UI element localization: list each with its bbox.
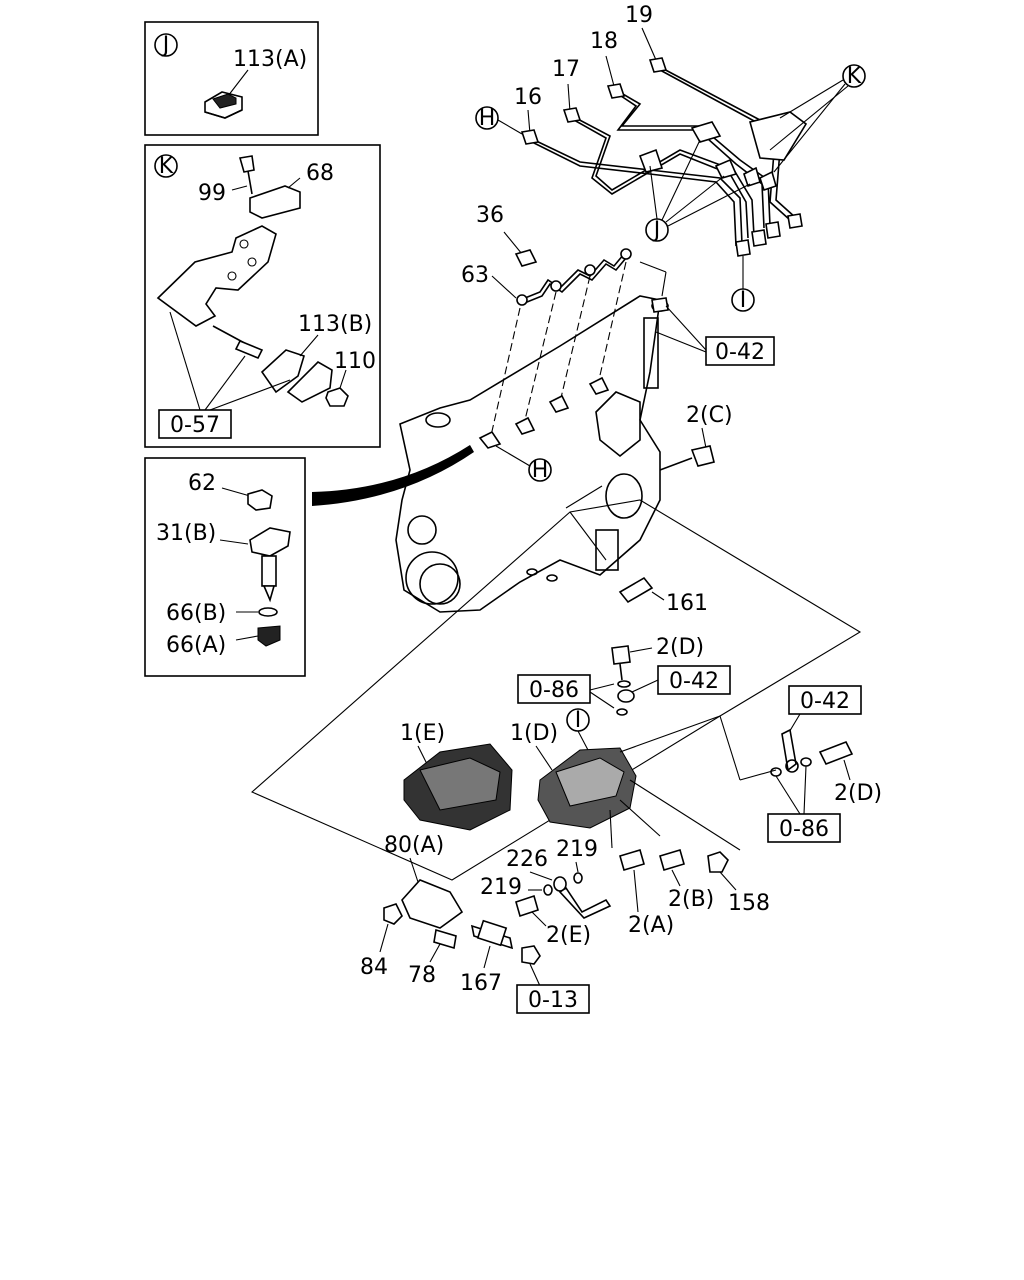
part-113a: 113(A) [233, 47, 307, 72]
stud-161 [618, 576, 654, 604]
marker-h-pipes: H [479, 106, 496, 131]
marker-j-pipes: J [652, 218, 661, 243]
engine-fasteners: 2(C) 161 [618, 403, 733, 616]
ref-0-86-right: 0-86 [779, 817, 829, 842]
marker-k-pipes: K [847, 64, 862, 89]
part-219-lower: 219 [480, 875, 522, 900]
part-2d-top: 2(D) [656, 635, 704, 660]
part-167: 167 [460, 971, 502, 996]
part-66a: 66(A) [166, 633, 226, 658]
part-16: 16 [514, 85, 542, 110]
part-19: 19 [625, 3, 653, 28]
part-158: 158 [728, 891, 770, 916]
part-78: 78 [408, 963, 436, 988]
part-62: 62 [188, 471, 216, 496]
ref-box-0-57 [158, 409, 232, 439]
injector-31b [249, 527, 291, 557]
nut-62 [247, 489, 273, 511]
marker-j: J [161, 33, 170, 58]
part-17: 17 [552, 57, 580, 82]
return-pipe-63: 36 63 0-42 H [461, 203, 775, 483]
part-18: 18 [590, 29, 618, 54]
ref-0-86-left: 0-86 [529, 678, 579, 703]
ref-0-57: 0-57 [170, 413, 220, 438]
part-80a: 80(A) [384, 833, 444, 858]
part-36: 36 [476, 203, 504, 228]
part-2e: 2(E) [546, 923, 591, 948]
ref-0-42-right: 0-42 [800, 689, 850, 714]
marker-h-engine: H [532, 458, 549, 483]
part-2a: 2(A) [628, 913, 674, 938]
bracket-80a [401, 879, 464, 929]
bracket-assembly: 80(A) 84 78 167 0-13 [360, 833, 590, 1014]
clamp-113b [260, 349, 305, 394]
bracket [156, 225, 277, 327]
ref-0-42-top: 0-42 [715, 340, 765, 365]
part-63: 63 [461, 263, 489, 288]
part-1e: 1(E) [400, 721, 445, 746]
bolt-2e [515, 894, 539, 918]
nut-158 [707, 851, 729, 873]
part-66b: 66(B) [166, 601, 226, 626]
inset-j: J 113(A) [144, 21, 319, 136]
part-113b: 113(B) [298, 312, 372, 337]
marker-i-pipes: I [740, 288, 747, 313]
ref-0-42-mid: 0-42 [669, 669, 719, 694]
marker-k: K [159, 154, 174, 179]
inset-k: K 99 68 113(B) 110 0-57 [144, 144, 381, 448]
part-226: 226 [506, 847, 548, 872]
nut-84 [383, 903, 403, 925]
part-219-upper: 219 [556, 837, 598, 862]
clamp-68 [249, 185, 301, 219]
pointer-arrow [312, 445, 474, 506]
injection-pipes: 19 18 17 16 H [475, 3, 866, 313]
bolt-36 [514, 249, 538, 267]
bolt-78 [433, 928, 457, 950]
fitting-226 [558, 886, 612, 919]
part-1d: 1(D) [510, 721, 558, 746]
bolt-2d-right [818, 740, 854, 766]
inset-injector: 62 31(B) 66(B) 66(A) [144, 457, 306, 677]
part-161: 161 [666, 591, 708, 616]
washer-66b [258, 607, 278, 617]
part-68: 68 [306, 161, 334, 186]
part-110: 110 [334, 349, 376, 374]
marker-i-pump: I [575, 708, 582, 733]
seal-66a [257, 625, 281, 647]
part-2b: 2(B) [668, 887, 714, 912]
ref-0-13: 0-13 [528, 988, 578, 1013]
pump-assembly: 2(D) 0-86 0-42 1(E) 1(D) I 0-42 [400, 635, 882, 948]
nut-110 [325, 387, 349, 407]
bolt-2c [690, 445, 715, 467]
engine-block [395, 295, 669, 613]
part-2c: 2(C) [686, 403, 733, 428]
bolt-99 [238, 155, 255, 173]
part-99: 99 [198, 181, 226, 206]
mounting-outline [250, 499, 862, 881]
marker-j-circle [154, 33, 178, 57]
part-31b: 31(B) [156, 521, 216, 546]
part-2d-right: 2(D) [834, 781, 882, 806]
part-84: 84 [360, 955, 388, 980]
